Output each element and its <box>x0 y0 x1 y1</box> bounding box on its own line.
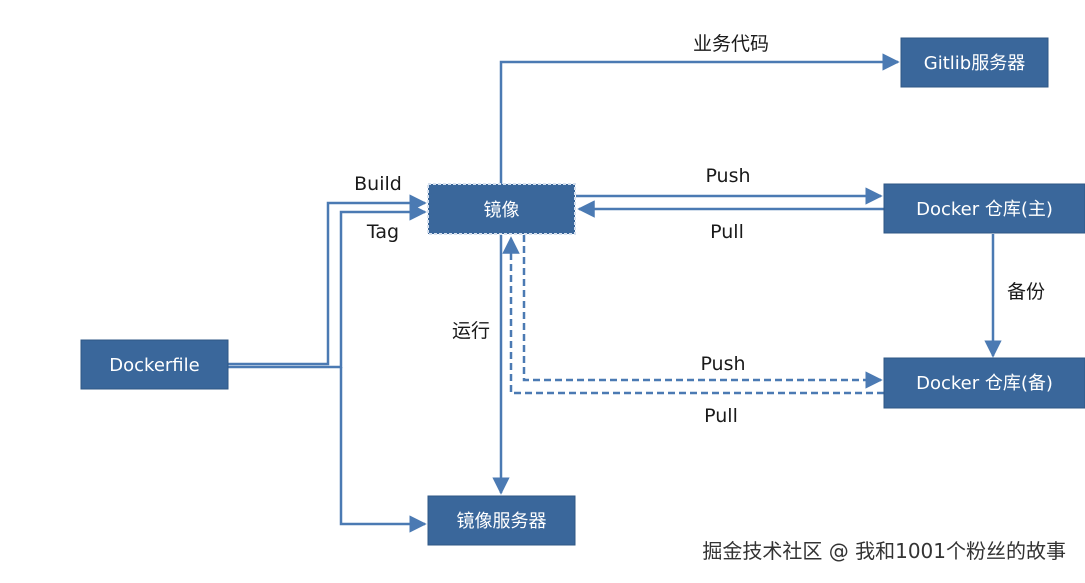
node-registry-backup-label: Docker 仓库(备) <box>916 373 1053 394</box>
edge-label-push-backup: Push <box>700 353 745 375</box>
edge-label-pull-main: Pull <box>710 221 744 243</box>
node-gitlab-label: Gitlib服务器 <box>924 53 1025 74</box>
node-registry-main: Docker 仓库(主) <box>883 183 1085 234</box>
edge-push-backup <box>522 235 883 389</box>
node-image-server-label: 镜像服务器 <box>457 511 547 532</box>
node-image: 镜像 <box>427 183 576 235</box>
node-image-label: 镜像 <box>484 200 520 221</box>
node-dockerfile-label: Dockerfile <box>109 355 199 376</box>
edge-label-push-main: Push <box>705 165 750 187</box>
node-gitlab: Gitlib服务器 <box>900 37 1049 88</box>
node-registry-backup: Docker 仓库(备) <box>883 357 1085 409</box>
node-dockerfile: Dockerfile <box>80 339 229 390</box>
edge-label-run: 运行 <box>452 320 490 342</box>
edge-label-business-code: 业务代码 <box>693 33 769 55</box>
edge-label-pull-backup: Pull <box>704 405 738 427</box>
edge-label-build: Build <box>354 173 402 195</box>
edge-label-tag: Tag <box>366 221 399 243</box>
watermark-text: 掘金技术社区 @ 我和1001个粉丝的故事 <box>702 539 1066 563</box>
edge-tag-to-image-server <box>339 367 427 533</box>
node-registry-main-label: Docker 仓库(主) <box>916 199 1053 220</box>
edge-label-backup: 备份 <box>1007 281 1045 303</box>
edge-dockerfile-to-image-tag <box>228 203 427 369</box>
node-image-server: 镜像服务器 <box>427 495 576 546</box>
edge-pull-backup <box>502 236 884 395</box>
edge-dockerfile-to-image-build <box>228 194 427 366</box>
edge-image-to-gitlab <box>499 53 900 184</box>
